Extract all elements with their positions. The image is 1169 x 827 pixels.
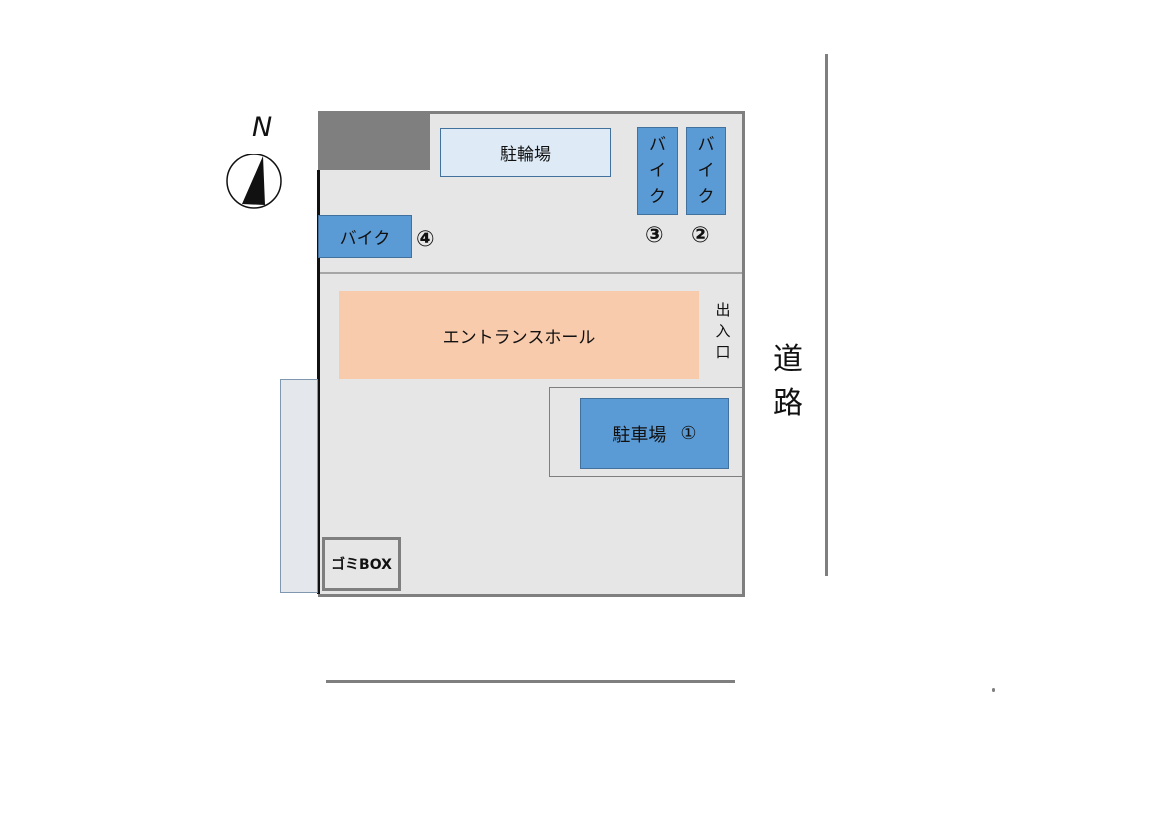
doorway-char: 入 — [715, 322, 731, 340]
trash-box: ゴミBOX — [322, 537, 401, 591]
west-wall — [317, 170, 320, 594]
road-char: 道 — [773, 342, 803, 377]
doorway-char: 口 — [715, 343, 731, 361]
doorway-char: 出 — [715, 301, 731, 319]
entrance-hall: エントランスホール — [339, 291, 699, 379]
space-number-3: ③ — [645, 223, 664, 248]
stray-mark — [992, 688, 995, 692]
road-char: 路 — [773, 386, 803, 421]
bike-space-4: バイク — [318, 215, 412, 258]
building-corner-block — [318, 114, 430, 170]
bike-label-char: ク — [697, 187, 715, 207]
doorway-label: 出 入 口 — [712, 300, 734, 363]
space-number-1: ① — [680, 423, 697, 444]
bike-space-3: バ イ ク — [637, 127, 678, 215]
bike-label-char: ク — [649, 187, 666, 207]
bike-space-2: バ イ ク — [686, 127, 726, 215]
space-number-4: ④ — [416, 227, 435, 252]
bike-label-char: バ — [649, 135, 666, 155]
west-side-strip — [280, 379, 318, 593]
road-edge-line — [825, 54, 828, 576]
car-parking-1: 駐車場 ① — [580, 398, 729, 469]
bike-label-char: バ — [697, 135, 715, 155]
north-arrow-icon — [226, 154, 282, 209]
car-parking-label: 駐車場 — [612, 424, 667, 446]
bike-label-char: イ — [649, 161, 666, 181]
bike-label-char: イ — [697, 161, 715, 181]
south-boundary-line — [326, 680, 735, 683]
north-label: N — [252, 112, 273, 143]
road-label: 道 路 — [770, 338, 806, 426]
bicycle-parking: 駐輪場 — [440, 128, 611, 177]
space-number-2: ② — [691, 223, 710, 248]
area-divider — [320, 272, 742, 274]
